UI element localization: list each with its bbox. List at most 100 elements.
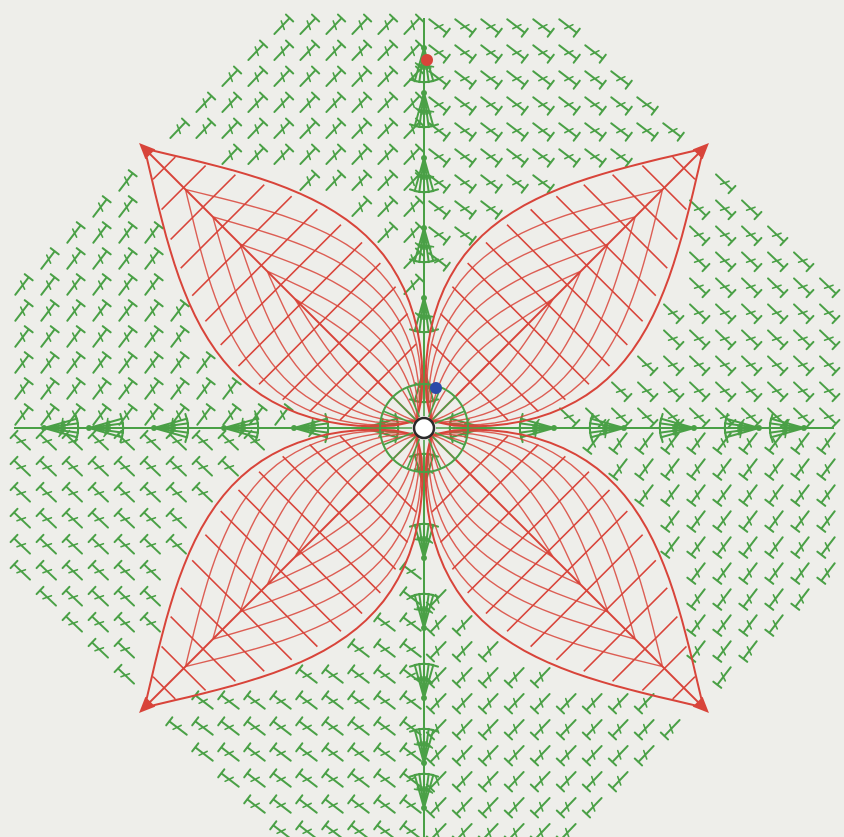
green-stitch-post — [481, 97, 498, 110]
green-stitch — [481, 45, 501, 62]
green-stitch-post — [482, 798, 497, 814]
green-stitch — [270, 795, 290, 812]
green-stitch-post — [742, 226, 758, 241]
green-stitch — [583, 720, 602, 739]
green-stitch-post — [377, 695, 394, 708]
green-stitch-post — [248, 96, 263, 112]
green-stitch-post — [507, 97, 524, 110]
green-stitch-post — [717, 667, 730, 684]
green-stitch — [479, 772, 498, 791]
green-stitch-post — [586, 720, 601, 736]
green-stitch-post — [14, 564, 30, 579]
green-stitch — [794, 252, 813, 271]
green-stitch-post — [325, 695, 342, 708]
green-stitch-post — [742, 200, 758, 215]
green-stitch — [664, 382, 683, 401]
green-stitch — [171, 326, 188, 346]
green-stitch-post — [15, 407, 28, 424]
green-stitch-post — [638, 746, 653, 762]
green-stitch — [326, 15, 345, 34]
green-stitch — [716, 304, 735, 323]
green-stitch — [67, 248, 84, 268]
green-stitch-post — [93, 303, 106, 320]
green-stitch — [41, 352, 58, 372]
axis-fan-right-base — [801, 425, 807, 431]
green-stitch — [170, 119, 189, 138]
green-stitch — [89, 509, 108, 528]
green-stitch-post — [300, 174, 315, 190]
green-stitch — [374, 795, 394, 812]
green-stitch — [820, 408, 839, 427]
axis-fan-right-stitch-top-bar — [590, 414, 593, 424]
green-stitch-post — [145, 225, 158, 242]
green-stitch-post — [717, 641, 730, 658]
green-stitch — [348, 691, 368, 708]
green-stitch-post — [118, 642, 134, 657]
green-stitch-post — [794, 278, 810, 293]
green-stitch — [141, 587, 160, 606]
green-stitch-post — [221, 695, 238, 708]
green-stitch-post — [455, 201, 472, 214]
green-stitch — [531, 824, 550, 837]
green-stitch — [455, 149, 475, 166]
green-stitch-post — [378, 70, 393, 86]
green-stitch — [791, 537, 808, 557]
green-stitch — [11, 431, 30, 450]
green-stitch — [352, 67, 371, 86]
green-stitch — [41, 274, 58, 294]
green-stitch — [141, 613, 160, 632]
axis-fan-bottom-stitch-top-bar — [428, 664, 438, 667]
green-stitch-post — [612, 382, 628, 397]
green-stitch — [817, 433, 834, 453]
green-stitch-post — [664, 356, 680, 371]
green-stitch — [219, 431, 238, 450]
green-stitch — [193, 431, 212, 450]
green-stitch — [687, 615, 704, 635]
green-stitch-post — [769, 459, 782, 476]
axis-fan-top-stitch-top-bar — [410, 189, 420, 192]
green-stitch-post — [274, 44, 289, 60]
green-stitch-post — [67, 329, 80, 346]
green-stitch-post — [716, 408, 732, 423]
green-stitch — [248, 119, 267, 138]
green-stitch — [218, 743, 238, 760]
green-stitch-post — [560, 772, 575, 788]
green-stitch-post — [404, 148, 419, 164]
green-stitch-post — [222, 70, 237, 86]
green-stitch — [765, 485, 782, 505]
green-stitch-post — [742, 408, 758, 423]
green-stitch — [37, 587, 56, 606]
green-stitch-post — [533, 123, 550, 136]
green-stitch — [427, 642, 446, 661]
green-stitch — [296, 691, 316, 708]
green-stitch — [817, 563, 834, 583]
green-stitch — [609, 459, 626, 479]
green-stitch — [274, 41, 293, 60]
green-stitch — [739, 459, 756, 479]
green-stitch-post — [482, 746, 497, 762]
green-stitch — [505, 798, 524, 817]
green-stitch-post — [534, 746, 549, 762]
green-stitch — [638, 408, 657, 427]
green-stitch — [378, 145, 397, 164]
green-stitch-post — [455, 123, 472, 136]
green-stitch-post — [794, 382, 810, 397]
green-stitch — [378, 171, 397, 190]
green-stitch — [690, 278, 709, 297]
green-stitch — [453, 642, 472, 661]
green-stitch-post — [742, 278, 758, 293]
green-stitch — [145, 248, 162, 268]
green-stitch — [11, 535, 30, 554]
green-stitch-post — [586, 746, 601, 762]
green-stitch-post — [377, 643, 394, 656]
green-stitch-post — [403, 643, 420, 656]
green-stitch-post — [691, 589, 704, 606]
green-stitch-post — [300, 96, 315, 112]
green-stitch-post — [430, 616, 445, 632]
green-stitch — [664, 304, 683, 323]
green-stitch — [663, 123, 683, 140]
green-stitch-post — [691, 433, 704, 450]
green-stitch-post — [456, 616, 471, 632]
green-stitch — [115, 509, 134, 528]
green-stitch-post — [611, 123, 628, 136]
